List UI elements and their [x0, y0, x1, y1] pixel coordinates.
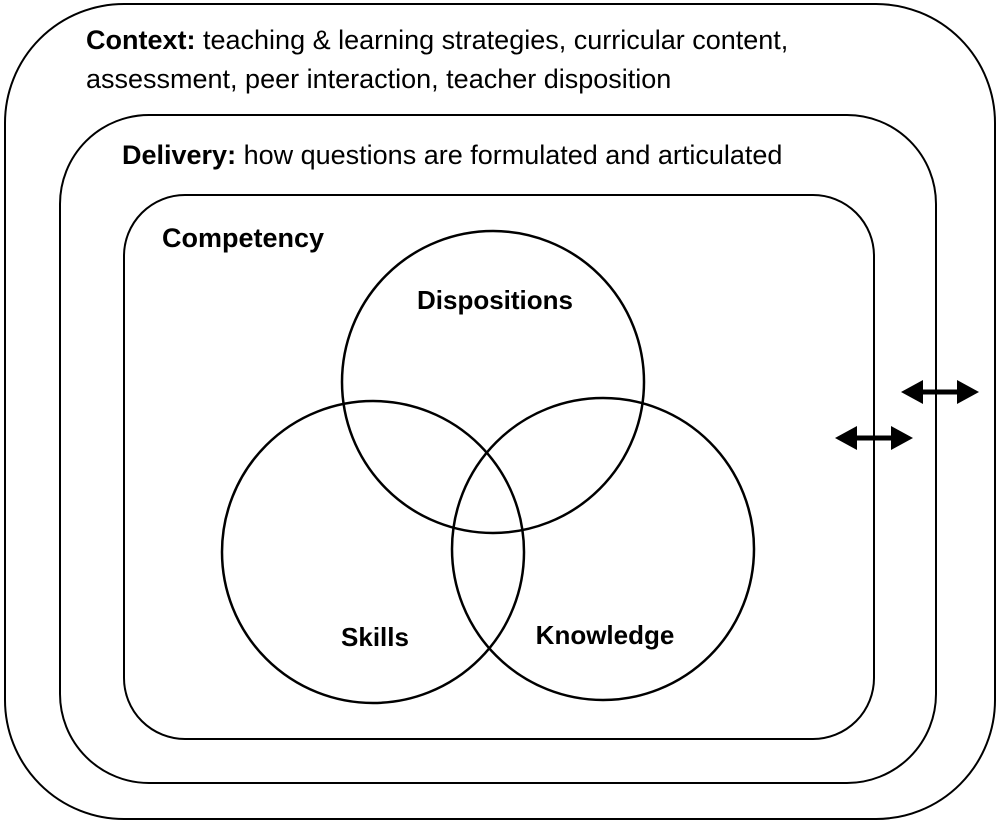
dispositions-label: Dispositions: [416, 285, 574, 315]
skills-circle: [220, 399, 526, 705]
knowledge-label: Knowledge: [535, 620, 675, 650]
context-title: Context:: [86, 25, 196, 55]
delivery-label: Delivery: how questions are formulated a…: [122, 136, 782, 175]
skills-label: Skills: [341, 622, 409, 652]
competency-layer: [123, 194, 875, 740]
double-arrow-icon: [901, 380, 979, 404]
delivery-title: Delivery:: [122, 140, 237, 170]
competency-title: Competency: [162, 223, 325, 253]
context-label: Context: teaching & learning strategies,…: [86, 21, 788, 99]
context-text-line1: teaching & learning strategies, curricul…: [195, 25, 789, 55]
context-layer: [4, 3, 996, 820]
dispositions-circle: [340, 229, 646, 535]
knowledge-circle: [450, 396, 756, 702]
delivery-text: how questions are formulated and articul…: [236, 140, 783, 170]
double-arrow-icon: [835, 426, 913, 450]
delivery-layer: [59, 114, 937, 784]
context-text-line2: assessment, peer interaction, teacher di…: [86, 64, 672, 94]
